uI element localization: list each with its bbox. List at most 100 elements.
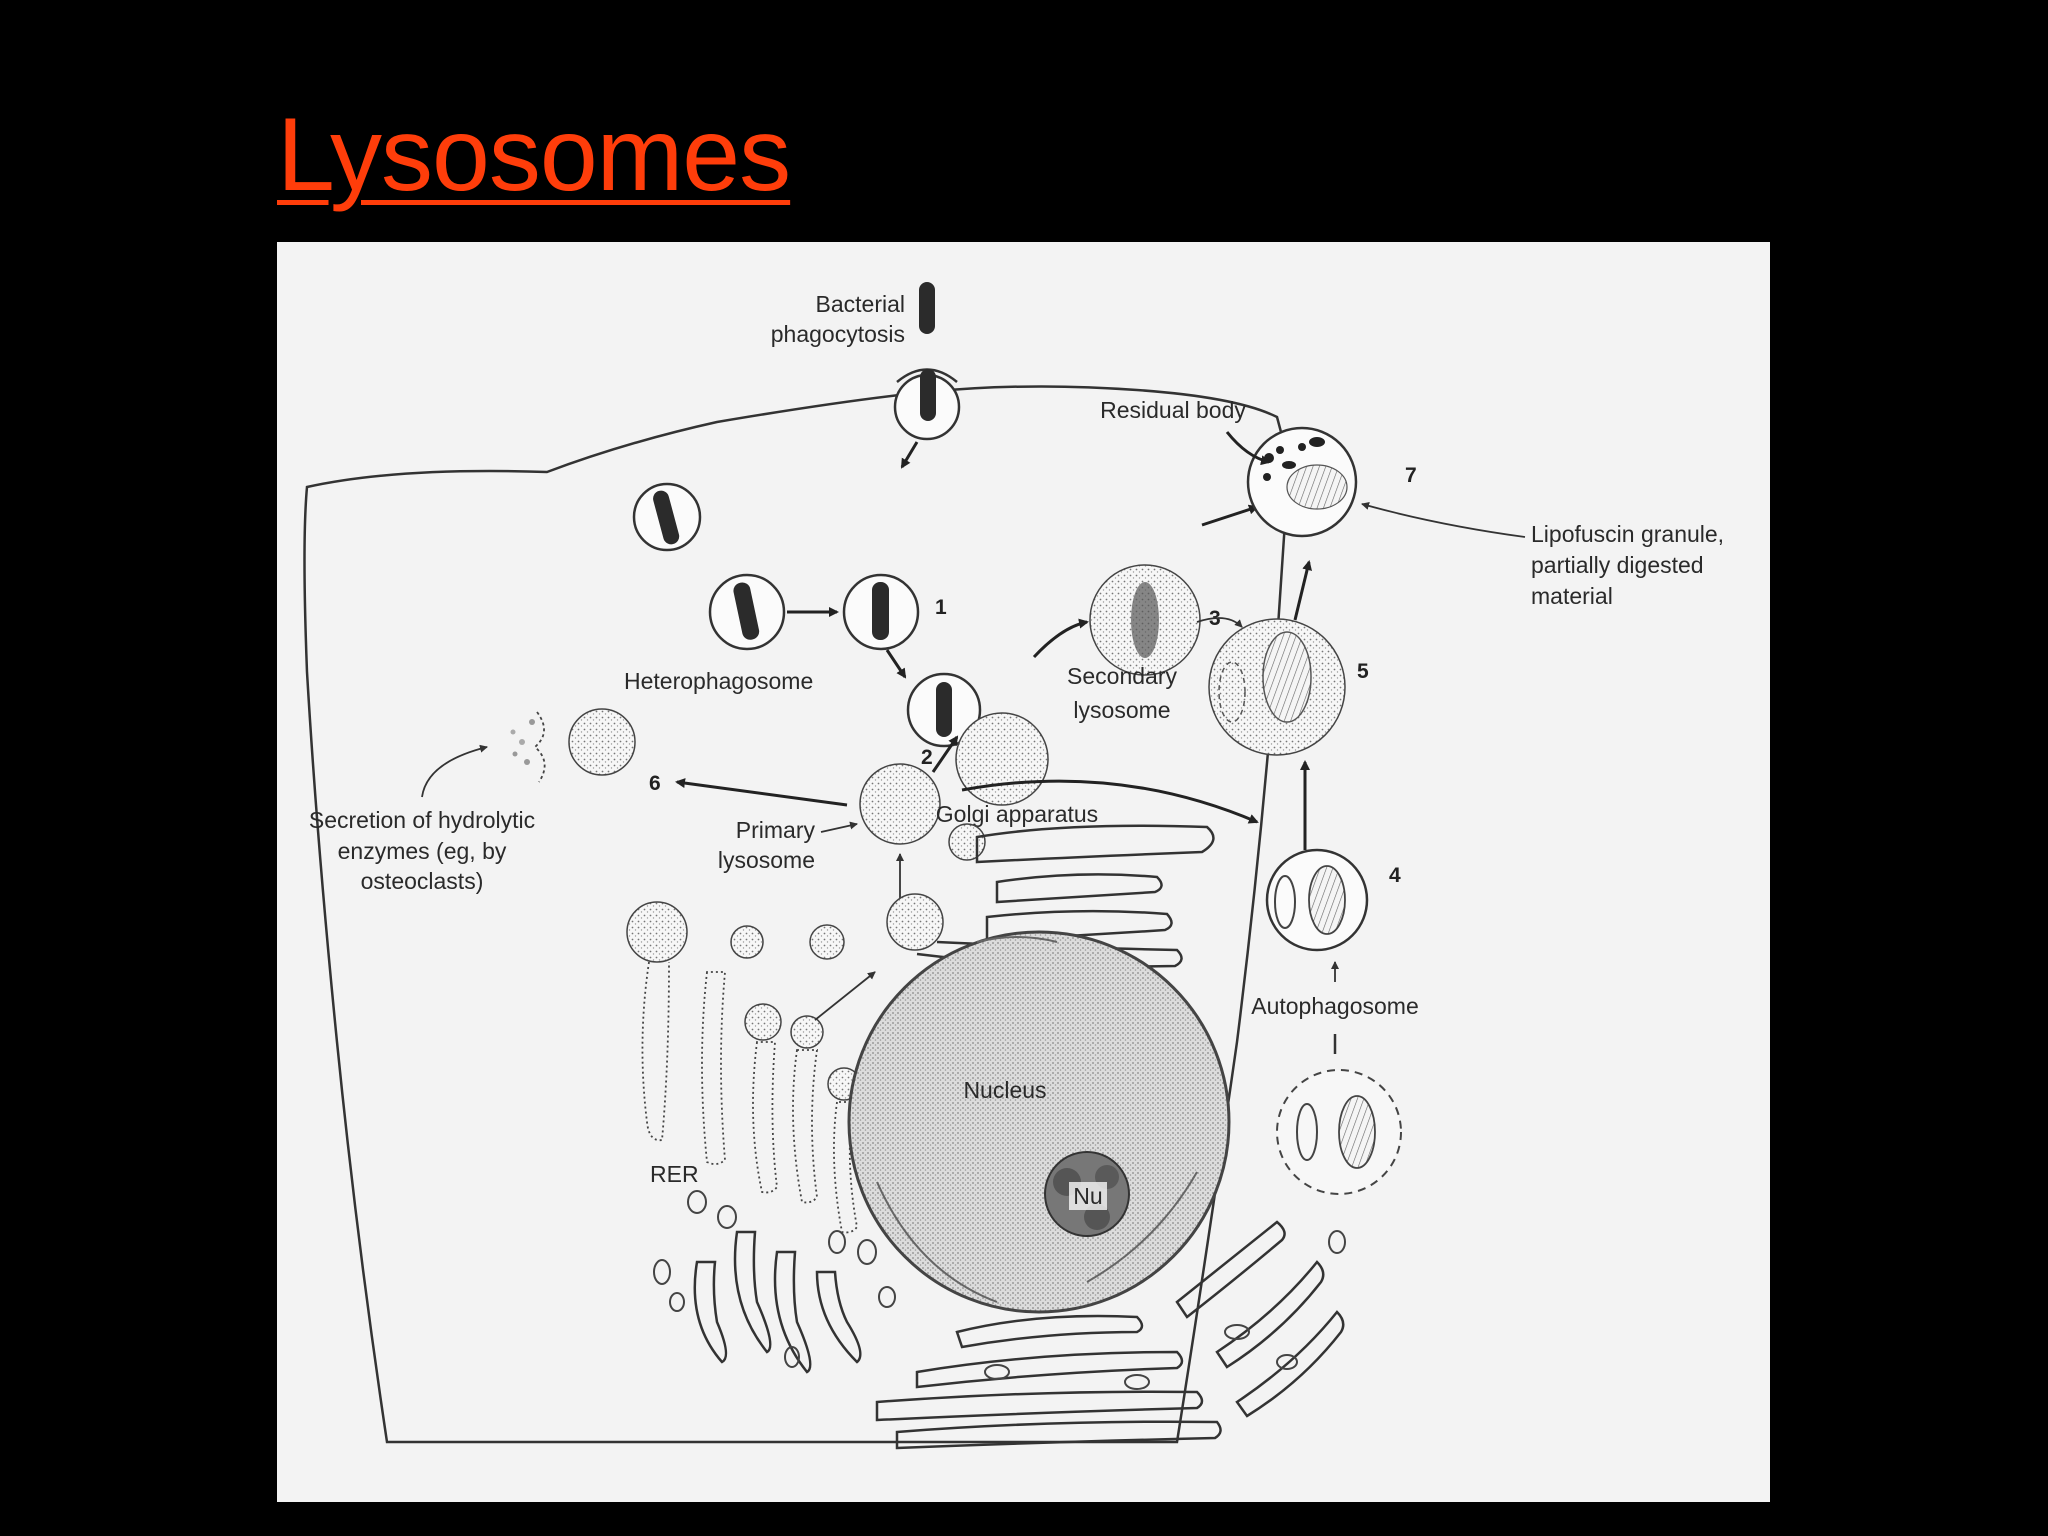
residue-dot xyxy=(1276,446,1284,454)
label-heterophagosome: Heterophagosome xyxy=(624,668,813,694)
er-cisterna xyxy=(1215,1260,1325,1369)
enzyme-dot xyxy=(529,719,535,725)
er-vesicle xyxy=(984,1364,1010,1380)
arrow xyxy=(931,735,959,773)
er-vesicle xyxy=(653,1259,671,1285)
er-vesicle xyxy=(1224,1324,1250,1340)
nucleus: Nu Nucleus xyxy=(847,930,1231,1314)
secretory-vesicle xyxy=(568,708,636,776)
er-vesicle xyxy=(857,1239,877,1265)
autophagosome: Autophagosome xyxy=(1251,961,1419,1195)
er-vesicle xyxy=(1328,1230,1346,1254)
primary-lysosome-fusing xyxy=(955,712,1049,806)
arrow xyxy=(900,441,919,469)
enzyme-dot xyxy=(512,751,518,757)
nucleolus-label-bg xyxy=(1069,1182,1107,1210)
er-cisterna xyxy=(875,1390,1204,1422)
label-lysosome-primary: lysosome xyxy=(718,847,815,873)
arrow xyxy=(1201,504,1259,527)
digesting-bacterium xyxy=(1131,582,1159,658)
arrow xyxy=(675,778,848,807)
label-lipofuscin: Lipofuscin granule, xyxy=(1531,521,1724,547)
arrow xyxy=(1225,431,1271,466)
residue-dot xyxy=(1263,473,1271,481)
step-number-4: 4 xyxy=(1389,864,1401,887)
step-number-7: 7 xyxy=(1405,464,1417,487)
step-number-5: 5 xyxy=(1357,660,1369,683)
er-vesicle xyxy=(790,1015,824,1049)
label-phagocytosis: phagocytosis xyxy=(771,321,905,347)
enzyme-release xyxy=(533,711,546,783)
enzyme-dot xyxy=(510,729,516,735)
slide-title: Lysosomes xyxy=(277,97,791,213)
golgi-budding-vesicle xyxy=(886,893,944,951)
er-vesicle xyxy=(809,924,845,960)
arrow xyxy=(885,649,907,679)
vesicle-remnant xyxy=(1218,661,1246,723)
arrow xyxy=(814,971,876,1021)
golgi-vesicle xyxy=(948,823,986,861)
arrow xyxy=(421,744,488,798)
label-autophagosome: Autophagosome xyxy=(1251,993,1419,1019)
arrow xyxy=(1293,560,1312,621)
er-cisterna xyxy=(895,1420,1222,1450)
vesicle-icon xyxy=(1296,1103,1318,1161)
bacterium-icon xyxy=(936,682,952,737)
step-number-6: 6 xyxy=(649,772,661,795)
residue-dot xyxy=(1298,443,1306,451)
er-vesicle xyxy=(744,1003,782,1041)
er-cisterna xyxy=(815,1270,862,1364)
rough-er-lower xyxy=(875,1220,1346,1450)
label-secretion: Secretion of hydrolytic xyxy=(309,807,535,833)
er-cisterna xyxy=(701,971,726,1165)
arrow xyxy=(961,779,1259,824)
label-lysosome: lysosome xyxy=(1073,697,1170,723)
mitochondrion-icon xyxy=(1338,1095,1376,1169)
er-vesicle xyxy=(784,1346,800,1368)
nucleus-body xyxy=(847,930,1231,1314)
er-vesicle xyxy=(669,1292,685,1312)
enzyme-dot xyxy=(519,739,525,745)
er-vesicle xyxy=(687,1190,707,1214)
lysosome-step-5: 5 xyxy=(1196,560,1369,756)
label-partially-digested-text: partially digested xyxy=(1531,552,1704,578)
arrow xyxy=(1361,502,1526,538)
bacterium-icon xyxy=(653,490,680,545)
secretion-step-6: 6 Secretion of hydrolytic enzymes (eg, b… xyxy=(309,708,661,894)
er-cisterna xyxy=(641,961,670,1142)
label-enzymes: enzymes (eg, by xyxy=(338,838,507,864)
primary-lysosome-group: Primary lysosome xyxy=(675,735,1259,898)
lysosome-step-4: 4 xyxy=(1265,760,1401,952)
bacterium-icon xyxy=(920,369,936,421)
label-primary: Primary xyxy=(736,817,816,843)
er-vesicle xyxy=(1124,1374,1150,1390)
step-number-2: 2 xyxy=(921,746,933,769)
nuclear-pore xyxy=(1086,1171,1198,1283)
arrow xyxy=(820,821,858,833)
label-bacterial: Bacterial xyxy=(816,291,905,317)
er-vesicle xyxy=(717,1205,737,1229)
arrow xyxy=(1196,617,1243,628)
golgi-cisterna xyxy=(975,824,1215,864)
er-vesicle xyxy=(730,925,764,959)
er-vesicle xyxy=(1276,1354,1298,1370)
er-vesicle xyxy=(828,1230,846,1254)
nucleolus-granule xyxy=(1084,1204,1110,1230)
label-nucleus: Nucleus xyxy=(963,1077,1046,1103)
er-cisterna xyxy=(792,1049,819,1204)
cell-diagram-svg: Bacterial phagocytosis 1 Heterophagosome xyxy=(303,282,1724,1450)
secondary-lysosome: 3 Secondary lysosome xyxy=(1032,564,1221,723)
er-cisterna xyxy=(915,1350,1184,1389)
arrow xyxy=(1032,618,1089,659)
residual-body: 7 Residual body xyxy=(1100,397,1417,538)
label-secondary: Secondary xyxy=(1067,663,1177,689)
er-cisterna xyxy=(955,1314,1144,1349)
heterophagosome-group: 1 Heterophagosome xyxy=(624,441,947,694)
er-cisterna xyxy=(1235,1310,1345,1418)
lipofuscin-granule xyxy=(1286,464,1348,510)
mitochondrion-icon xyxy=(1308,865,1346,935)
er-cisterna xyxy=(733,1230,772,1354)
er-cisterna xyxy=(1175,1220,1286,1319)
bacterial-phagocytosis: Bacterial phagocytosis xyxy=(771,282,961,441)
